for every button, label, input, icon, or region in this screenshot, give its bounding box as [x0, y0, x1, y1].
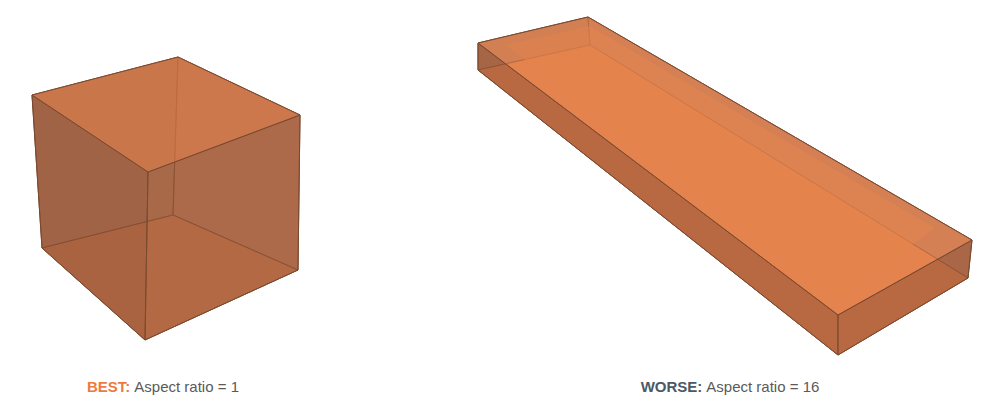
cube [32, 57, 300, 340]
flat-box [478, 17, 972, 355]
worse-caption: WORSE:Aspect ratio = 16 [641, 377, 820, 397]
aspect-ratio-text: Aspect ratio = 16 [706, 378, 819, 395]
best-caption: BEST:Aspect ratio = 1 [87, 377, 239, 397]
rating-word: BEST: [87, 378, 130, 395]
aspect-ratio-text: Aspect ratio = 1 [134, 378, 239, 395]
rating-word: WORSE: [641, 378, 703, 395]
